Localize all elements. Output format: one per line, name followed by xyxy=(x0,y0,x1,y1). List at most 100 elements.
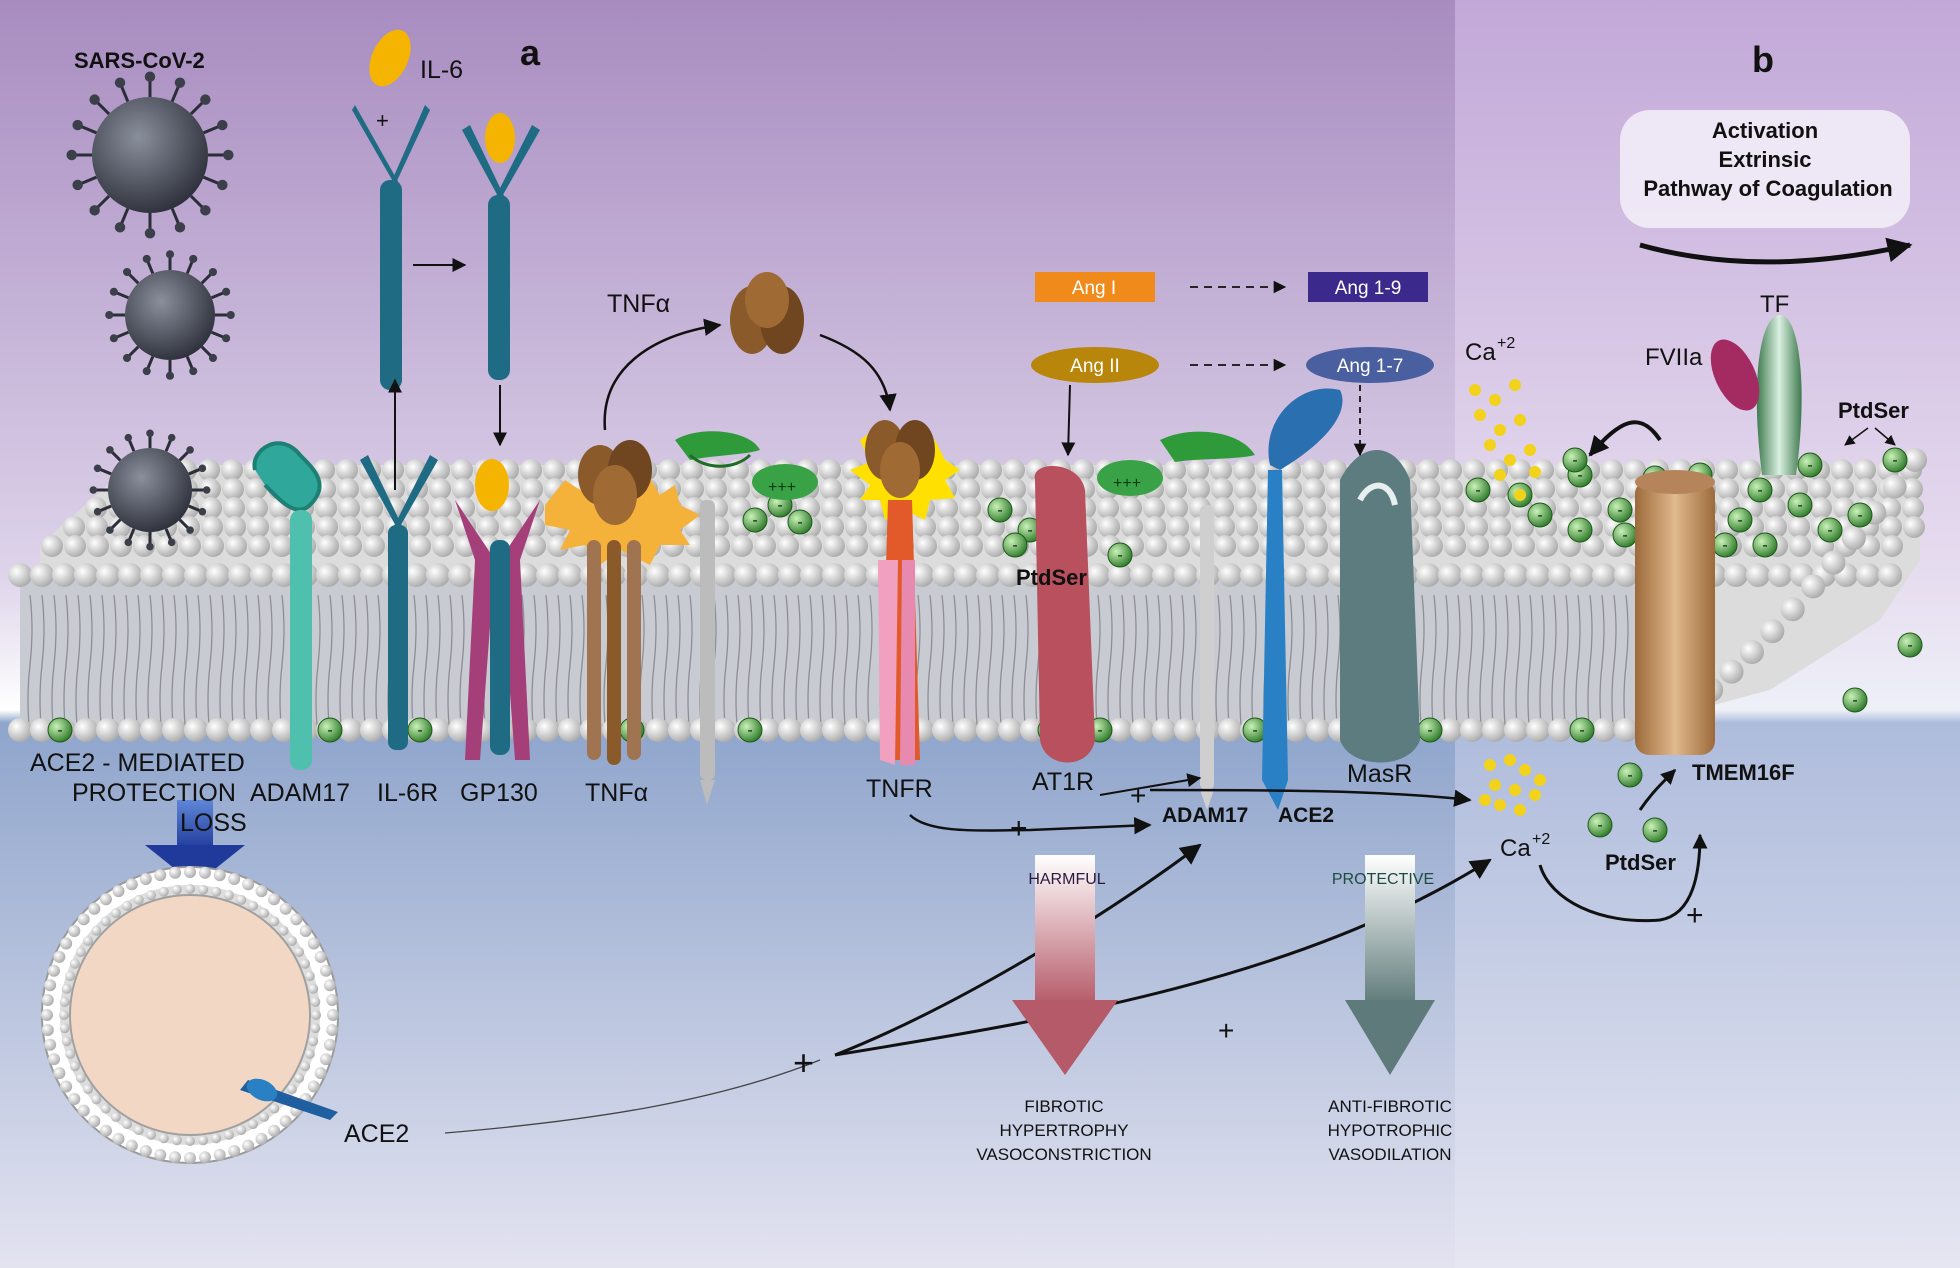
calcium-to-tmem16f-arrow xyxy=(1538,833,1708,923)
svg-text:-: - xyxy=(1252,722,1257,739)
fviia-factor xyxy=(1710,339,1760,411)
ptdser-pointer-right xyxy=(1874,427,1896,446)
svg-text:-: - xyxy=(1117,547,1122,564)
ace2-loss-line xyxy=(444,1059,821,1134)
calcium-top-charge: +2 xyxy=(1497,335,1515,352)
ptdser-flip-arrow xyxy=(1588,420,1662,457)
ang1-box xyxy=(1035,272,1155,302)
tmem16f-label: TMEM16F xyxy=(1692,760,1795,785)
adam17-bold-label: ADAM17 xyxy=(1162,804,1248,827)
ang2-label: Ang II xyxy=(1070,356,1120,377)
svg-text:-: - xyxy=(1577,467,1582,484)
ang19-box xyxy=(1308,272,1428,302)
svg-text:-: - xyxy=(1012,537,1017,554)
adam17-right-complex xyxy=(1097,431,1255,810)
vesicle-ace2 xyxy=(240,1078,338,1120)
svg-text:-: - xyxy=(1852,692,1857,709)
ptdser-membrane-label: PtdSer xyxy=(1016,565,1087,590)
svg-text:-: - xyxy=(1757,482,1762,499)
tf-label: TF xyxy=(1760,291,1789,318)
il6-label: IL-6 xyxy=(420,56,463,84)
loss-to-adam17-arrow xyxy=(834,843,1202,1057)
tnfr-label: TNFR xyxy=(866,775,933,803)
svg-text:-: - xyxy=(752,512,757,529)
svg-text:-: - xyxy=(1537,507,1542,524)
coag-line-2: Extrinsic xyxy=(1719,147,1812,172)
protection-loss-line-3: LOSS xyxy=(180,809,247,837)
at1r-label: AT1R xyxy=(1032,768,1094,796)
ace2-receptor xyxy=(1262,388,1343,810)
svg-text:-: - xyxy=(1907,637,1912,654)
svg-text:-: - xyxy=(1622,527,1627,544)
ptdser-bottom-label: PtdSer xyxy=(1605,850,1676,875)
plus-sign-tmem16f: + xyxy=(1686,899,1704,932)
gp130-receptor xyxy=(455,459,540,760)
calcium-top-label: Ca xyxy=(1465,339,1496,366)
adam17-receptor xyxy=(252,441,322,770)
ang17-label: Ang 1-7 xyxy=(1337,356,1404,377)
panel-b-label: b xyxy=(1752,39,1774,80)
harmful-line-2: HYPERTROPHY xyxy=(999,1121,1128,1140)
svg-text:-: - xyxy=(417,722,422,739)
ang2-to-at1r-arrow xyxy=(1061,384,1076,457)
svg-text:-: - xyxy=(797,514,802,531)
svg-text:-: - xyxy=(1722,537,1727,554)
coagulation-box xyxy=(1620,110,1910,228)
ace2-bold-label: ACE2 xyxy=(1278,804,1334,827)
endocytic-vesicle xyxy=(41,866,339,1164)
svg-text:-: - xyxy=(1827,522,1832,539)
tnfa-free-trimer xyxy=(730,272,804,354)
svg-text:-: - xyxy=(327,722,332,739)
svg-text:-: - xyxy=(1027,522,1032,539)
tmem16f-channel xyxy=(1635,470,1715,755)
ptdser-pointer-left xyxy=(1844,427,1869,446)
at1r-to-calcium-arrow xyxy=(1149,788,1472,807)
protection-loss-line-1: ACE2 - MEDIATED xyxy=(30,749,245,777)
calcium-bottom-label: Ca xyxy=(1500,835,1531,862)
tnfa-free-label: TNFα xyxy=(607,290,670,318)
calcium-bottom-charge: +2 xyxy=(1532,831,1550,848)
coagulation-arrow xyxy=(1639,237,1913,265)
svg-text:-: - xyxy=(57,722,62,739)
svg-text:-: - xyxy=(1892,452,1897,469)
virus-label: SARS-CoV-2 xyxy=(74,48,205,73)
protective-line-3: VASODILATION xyxy=(1328,1145,1451,1164)
svg-text:-: - xyxy=(1737,512,1742,529)
protection-loss-line-2: PROTECTION xyxy=(72,779,236,807)
il6r-bound-receptor xyxy=(462,113,540,380)
svg-text:-: - xyxy=(1762,537,1767,554)
protective-line-1: ANTI-FIBROTIC xyxy=(1328,1097,1452,1116)
fviia-label: FVIIa xyxy=(1645,344,1703,371)
il6-ligand xyxy=(369,29,411,87)
ang2-capsule xyxy=(1031,347,1159,383)
il6r-free-receptor xyxy=(352,105,430,390)
masr-receptor xyxy=(1340,450,1420,763)
ptdser-to-tmem16f-arrow xyxy=(1638,768,1677,811)
vesicle-ace2-label: ACE2 xyxy=(344,1120,409,1148)
tissue-factor xyxy=(1756,315,1802,475)
protective-line-2: HYPOTROPHIC xyxy=(1328,1121,1453,1140)
il6r-label: IL-6R xyxy=(377,779,438,807)
svg-text:-: - xyxy=(1579,722,1584,739)
adam17-left-complex xyxy=(675,431,818,805)
svg-text:-: - xyxy=(1617,502,1622,519)
harmful-label: HARMFUL xyxy=(1028,871,1105,888)
harmful-arrow xyxy=(1012,855,1118,1075)
ang19-label: Ang 1-9 xyxy=(1335,278,1402,299)
svg-text:-: - xyxy=(1797,497,1802,514)
svg-text:-: - xyxy=(1857,507,1862,524)
svg-text:-: - xyxy=(1627,767,1632,784)
tnfa-release-arrow xyxy=(603,318,722,431)
tnfa-to-tnfr-arrow xyxy=(819,333,897,412)
svg-text:-: - xyxy=(997,502,1002,519)
membrane-core xyxy=(20,575,1680,735)
tnfa-membrane-trimer xyxy=(545,440,700,765)
adam17-right-charge: +++ xyxy=(1113,475,1141,492)
ptdser-top-label: PtdSer xyxy=(1838,398,1909,423)
il6r-membrane-receptor xyxy=(360,455,438,750)
svg-text:-: - xyxy=(1475,482,1480,499)
masr-label: MasR xyxy=(1347,760,1412,788)
panel-a-label: a xyxy=(520,32,541,73)
